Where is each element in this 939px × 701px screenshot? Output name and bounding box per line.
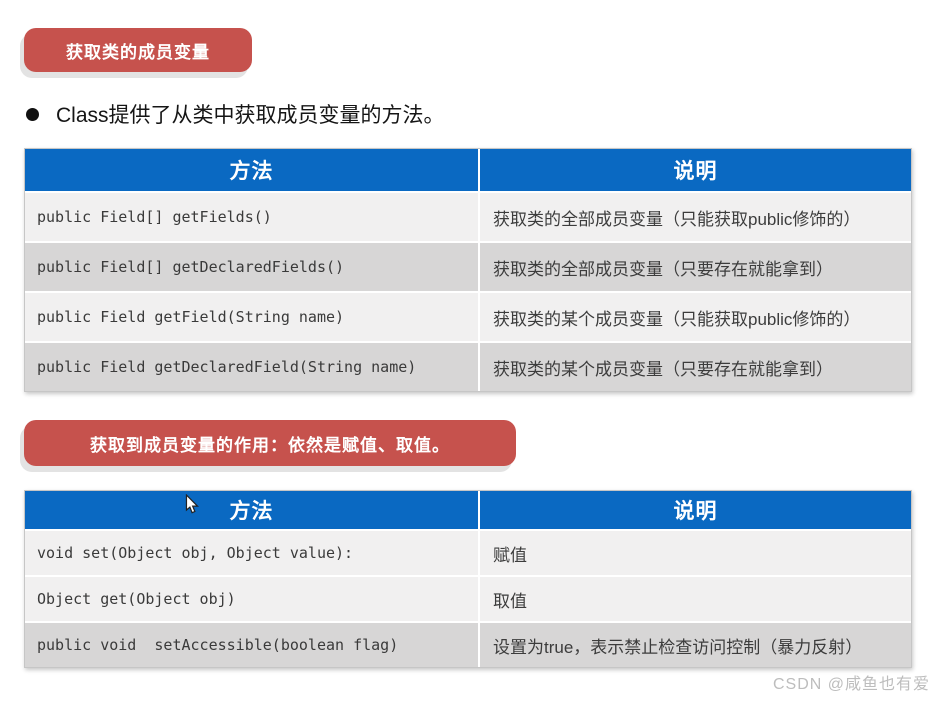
table-cell-method: public Field getField(String name) bbox=[25, 293, 478, 341]
table-cell-description: 获取类的全部成员变量（只能获取public修饰的） bbox=[480, 193, 911, 241]
table-cell-description: 获取类的某个成员变量（只能获取public修饰的） bbox=[480, 293, 911, 341]
usage-badge: 获取到成员变量的作用：依然是赋值、取值。 bbox=[24, 420, 516, 466]
column-header-method: 方法 bbox=[25, 491, 478, 529]
bullet-line: Class提供了从类中获取成员变量的方法。 bbox=[26, 99, 445, 129]
table-cell-description: 取值 bbox=[480, 577, 911, 621]
field-usage-table: 方法 说明 void set(Object obj, Object value)… bbox=[24, 490, 912, 668]
fields-methods-table: 方法 说明 public Field[] getFields() 获取类的全部成… bbox=[24, 148, 912, 392]
section-badge-label: 获取类的成员变量 bbox=[66, 42, 210, 62]
table-cell-method: Object get(Object obj) bbox=[25, 577, 478, 621]
table-cell-method: public Field[] getDeclaredFields() bbox=[25, 243, 478, 291]
usage-badge-label: 获取到成员变量的作用：依然是赋值、取值。 bbox=[90, 435, 450, 455]
table-cell-description: 获取类的某个成员变量（只要存在就能拿到） bbox=[480, 343, 911, 391]
table-cell-description: 获取类的全部成员变量（只要存在就能拿到） bbox=[480, 243, 911, 291]
table-cell-method: public void setAccessible(boolean flag) bbox=[25, 623, 478, 667]
table-cell-description: 赋值 bbox=[480, 531, 911, 575]
bullet-text: Class提供了从类中获取成员变量的方法。 bbox=[56, 104, 445, 127]
table-cell-method: public Field getDeclaredField(String nam… bbox=[25, 343, 478, 391]
table-cell-method: void set(Object obj, Object value): bbox=[25, 531, 478, 575]
column-header-description: 说明 bbox=[480, 491, 911, 529]
table-cell-description: 设置为true，表示禁止检查访问控制（暴力反射） bbox=[480, 623, 911, 667]
bullet-icon bbox=[26, 107, 39, 121]
section-badge: 获取类的成员变量 bbox=[24, 28, 252, 72]
column-header-method: 方法 bbox=[25, 149, 478, 191]
table-cell-method: public Field[] getFields() bbox=[25, 193, 478, 241]
column-header-description: 说明 bbox=[480, 149, 911, 191]
watermark: CSDN @咸鱼也有爱 bbox=[772, 676, 930, 693]
